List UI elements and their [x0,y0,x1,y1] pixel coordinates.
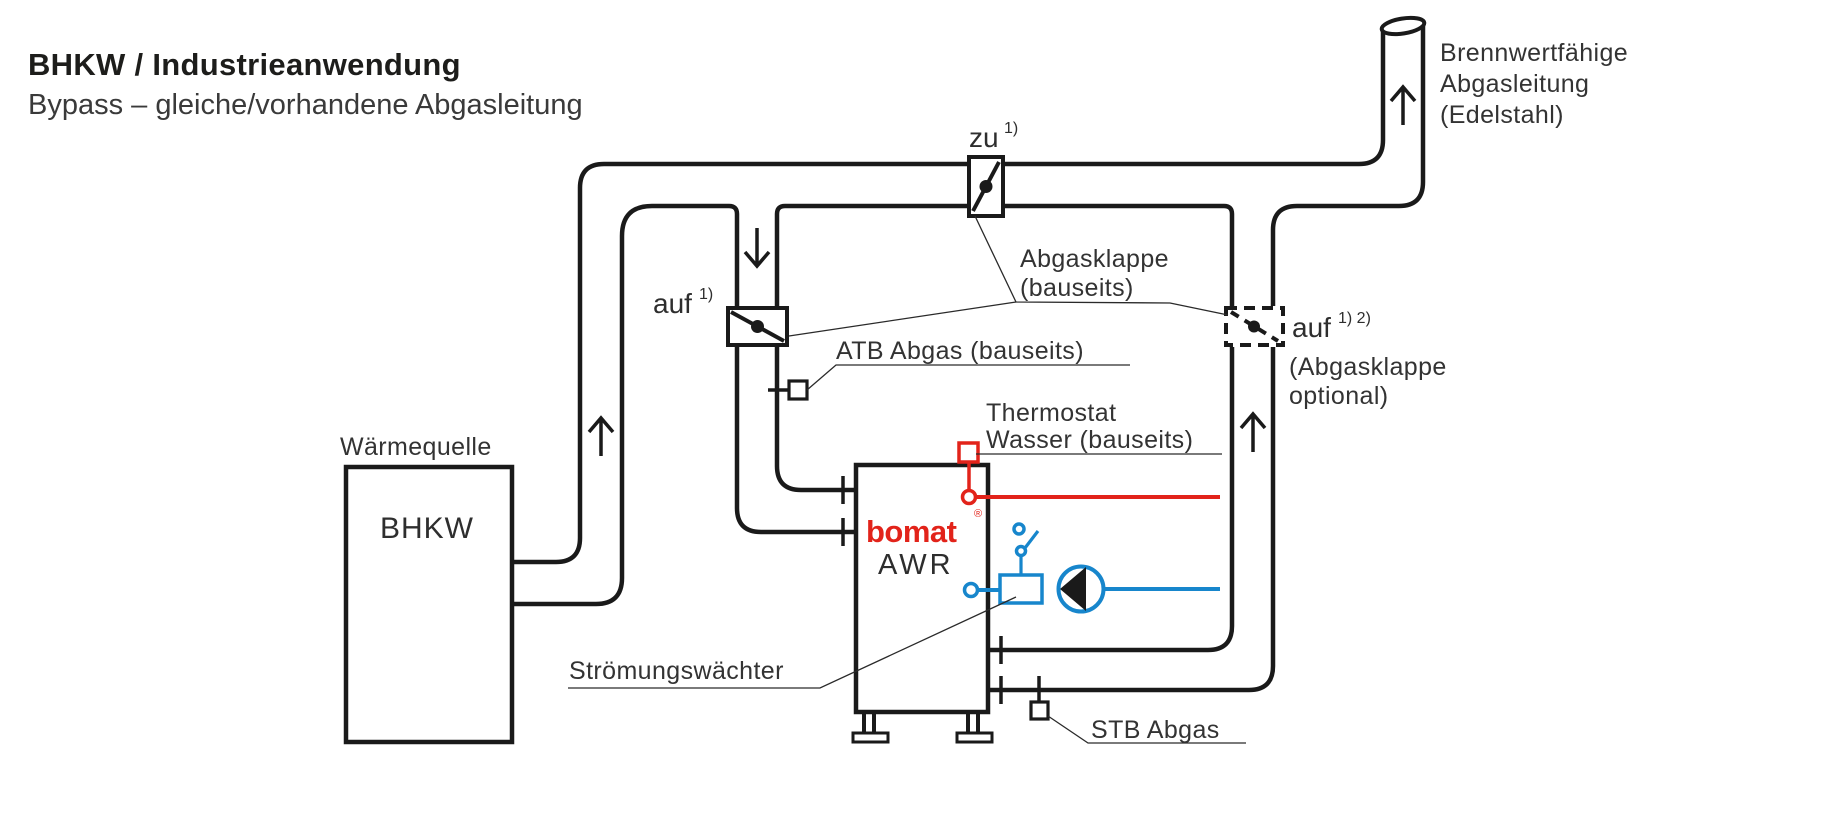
bhkw-label: BHKW [380,512,474,545]
valve-optional-state-label: auf [1292,312,1331,343]
leader-flap-label [974,215,1229,316]
awr-unit [841,462,1003,744]
up-arrow-chimney-icon [1389,84,1417,125]
down-arrow-icon [743,228,771,269]
brand-registered-mark: ® [974,508,982,520]
flap-valve-closed-pivot [979,180,993,193]
leader-atb [806,364,1130,391]
stb-sensor [1029,700,1050,721]
valve-closed-footnote: 1) [1004,120,1018,137]
thermostat-port [960,488,978,506]
valve-optional-footnote: 1) 2) [1338,310,1371,327]
awr-model-label: AWR [878,549,954,581]
flap-valve-closed [967,155,1005,218]
valve-optional-note-line2: optional) [1289,382,1389,410]
sensors [768,379,1050,721]
chimney-label-line1: Brennwertfähige [1440,39,1628,67]
flap-valve-optional-pivot [1248,320,1260,333]
pipe-top-outer-to-chimney [1003,28,1386,167]
flow-switch-body [998,573,1044,605]
thermostat-circuit [957,441,1220,506]
pipe-riser-outer [512,161,969,565]
water-circuit [962,522,1220,614]
page-title: BHKW / Industrieanwendung [28,47,461,82]
bhkw-unit [343,464,515,745]
awr-foot-left [851,731,890,744]
stb-label: STB Abgas [1091,716,1220,744]
flow-arrows [587,84,1417,456]
flow-switch-contact-upper [1012,522,1026,536]
bhkw-box [343,464,515,745]
thermostat-sensor [957,441,980,464]
atb-sensor [787,379,809,401]
pipe-riser-inner-to-bypass [512,203,855,607]
exhaust-piping [512,15,1427,693]
valve-open-state-label: auf [653,288,692,319]
thermostat-label-line2: Wasser (bauseits) [986,426,1193,454]
page-subtitle: Bypass – gleiche/vorhandene Abgasleitung [28,89,583,121]
flap-valve-open-pivot [751,320,764,333]
heat-source-caption: Wärmequelle [340,433,492,461]
chimney-opening [1379,15,1427,37]
water-port [962,581,980,599]
flap-valve-optional [1224,306,1285,347]
valve-closed-state-label: zu [969,122,999,153]
atb-label: ATB Abgas (bauseits) [836,337,1084,365]
flow-switch-label: Strömungswächter [569,657,784,685]
chimney-label-line3: (Edelstahl) [1440,101,1564,129]
thermostat-label-line1: Thermostat [986,399,1116,427]
flap-label-line1: Abgasklappe [1020,245,1169,273]
pipe-awr-outlet-to-chimney [989,23,1426,693]
up-arrow-right-duct-icon [1239,411,1267,452]
leader-flow-switch [568,596,1017,689]
texts: BHKW / Industrieanwendung Bypass – gleic… [28,39,1628,744]
leader-stb [1047,715,1246,744]
flow-switch-lever [1023,530,1040,549]
leader-lines [568,215,1246,744]
flow-switch-contact-lower [1014,544,1028,558]
valve-open-footnote: 1) [699,286,713,303]
pump-impeller [1060,567,1086,611]
chimney-label-line2: Abgasleitung [1440,70,1589,98]
up-arrow-icon [587,415,615,456]
brand-logo: bomat [866,514,957,549]
leader-flap-open [788,301,1017,337]
awr-feet-legs [862,712,980,733]
flap-valve-open [726,306,789,347]
valve-optional-note-line1: (Abgasklappe [1289,353,1447,381]
flap-valves [726,155,1285,347]
flap-label-line2: (bauseits) [1020,274,1134,302]
awr-foot-right [955,731,994,744]
